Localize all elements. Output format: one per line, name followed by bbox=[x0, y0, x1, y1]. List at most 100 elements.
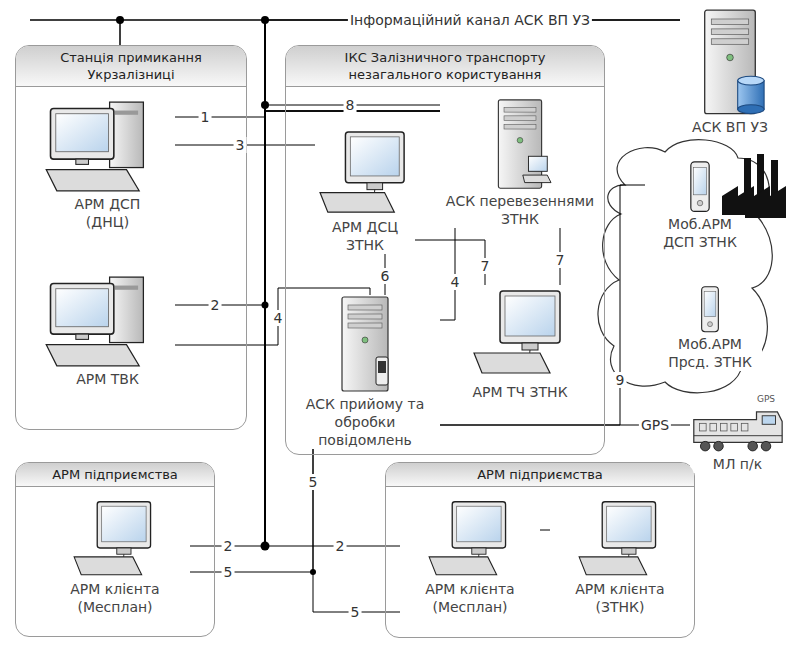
device-label: АРМ ДСЦ ЗТНК bbox=[320, 218, 410, 254]
keyboard bbox=[474, 353, 550, 373]
callout-number: 3 bbox=[234, 137, 247, 153]
keyboard bbox=[579, 557, 647, 575]
device-icon bbox=[315, 130, 415, 218]
device-label: АРМ ДСП (ДНЦ) bbox=[63, 195, 153, 231]
device-label: АРМ ТЧ ЗТНК bbox=[470, 383, 570, 401]
monitor-screen bbox=[350, 137, 399, 176]
group-header: АРМ підприємства bbox=[16, 463, 214, 487]
keyboard bbox=[46, 345, 139, 366]
connector-line bbox=[175, 111, 440, 305]
drive-bay bbox=[504, 107, 536, 112]
phone-body bbox=[702, 287, 719, 332]
callout-number: 2 bbox=[334, 538, 347, 554]
callout-number: 2 bbox=[209, 297, 222, 313]
drive-bay bbox=[115, 286, 138, 290]
callout-number: 5 bbox=[222, 564, 235, 580]
junction-dots bbox=[116, 16, 316, 575]
group-header: АРМ підприємства bbox=[386, 463, 694, 487]
phone-button bbox=[697, 200, 703, 206]
device-icon bbox=[680, 8, 780, 118]
device-icon bbox=[550, 500, 690, 580]
monitor-stand bbox=[117, 548, 131, 554]
group-box: АРМ підприємстваАРМ клієнта (Месплан) bbox=[15, 462, 215, 637]
device-icon bbox=[40, 500, 190, 580]
callout-number: 2 bbox=[222, 538, 235, 554]
loco-wheel bbox=[748, 441, 758, 451]
monitor-frame bbox=[602, 502, 655, 548]
callout-number: 5 bbox=[349, 604, 362, 620]
device-node: Моб.АРМ ДСП ЗТНК bbox=[645, 160, 755, 251]
device-node: АРМ ДСП (ДНЦ) bbox=[40, 100, 175, 231]
phone-screen bbox=[704, 292, 716, 317]
loco-body bbox=[694, 412, 782, 442]
device-node: МЛ п/к bbox=[690, 405, 785, 473]
monitor-screen bbox=[505, 296, 555, 336]
monitor-stand bbox=[76, 334, 89, 339]
callout-number: 7 bbox=[554, 252, 567, 268]
loco-vent bbox=[720, 423, 727, 431]
device-node: АРМ ТЧ ЗТНК bbox=[470, 285, 570, 401]
group-header: ІКС Залізничного транспорту незагального… bbox=[286, 46, 604, 87]
loco-vent bbox=[710, 423, 717, 431]
device-label: Моб.АРМ ДСП ЗТНК bbox=[655, 215, 745, 251]
factory-silhouette bbox=[722, 154, 786, 218]
monitor-stand bbox=[472, 548, 486, 554]
icon-monitor bbox=[429, 502, 505, 575]
device-node: АРМ ДСЦ ЗТНК bbox=[315, 130, 415, 254]
callout-number: 8 bbox=[344, 97, 357, 113]
callout-number: GPS bbox=[755, 394, 777, 405]
monitor-screen bbox=[607, 506, 651, 542]
database-top bbox=[738, 76, 764, 85]
monitor-screen bbox=[56, 114, 109, 152]
drive-bay bbox=[504, 116, 536, 121]
phone-screen bbox=[378, 361, 386, 373]
device-label: АСК ВП УЗ bbox=[680, 118, 780, 136]
small-phone bbox=[376, 357, 388, 385]
keyboard bbox=[320, 193, 394, 213]
callout-number: 4 bbox=[272, 310, 285, 326]
loco-wheel bbox=[761, 441, 771, 451]
cloud-outline bbox=[598, 140, 772, 393]
server-case bbox=[342, 297, 388, 391]
connector-line bbox=[175, 288, 370, 345]
drive-bay bbox=[348, 305, 382, 310]
icon-monitor bbox=[579, 502, 655, 575]
phone-screen bbox=[694, 167, 707, 195]
callout-number: 6 bbox=[379, 268, 392, 284]
device-icon bbox=[400, 500, 540, 580]
monitor-frame bbox=[452, 502, 505, 548]
icon-server-phone bbox=[342, 297, 388, 391]
device-icon bbox=[470, 285, 570, 383]
device-node: АСК ВП УЗ bbox=[680, 8, 780, 136]
monitor-screen bbox=[457, 506, 501, 542]
device-icon bbox=[655, 285, 765, 335]
channel-line bbox=[30, 19, 120, 21]
keyboard bbox=[429, 557, 497, 575]
loco-vent bbox=[700, 423, 707, 431]
device-icon bbox=[645, 160, 755, 215]
monitor-screen bbox=[56, 289, 109, 327]
icon-server-pc bbox=[498, 100, 551, 188]
device-node: АРМ клієнта (ЗТНК) bbox=[550, 500, 690, 616]
power-button bbox=[727, 54, 734, 61]
loco-stripe bbox=[694, 435, 782, 436]
tower-case bbox=[110, 102, 144, 167]
device-label: АРМ клієнта (Месплан) bbox=[59, 580, 171, 616]
power-button bbox=[517, 137, 523, 143]
device-icon bbox=[40, 275, 175, 370]
loco-window bbox=[762, 416, 775, 425]
monitor-stand bbox=[367, 183, 383, 190]
device-label: МЛ п/к bbox=[690, 455, 785, 473]
keyboard bbox=[46, 170, 139, 191]
icon-phone bbox=[702, 287, 719, 332]
icon-monitor bbox=[74, 502, 150, 575]
callout-number: 7 bbox=[479, 258, 492, 274]
icon-loco bbox=[694, 412, 782, 451]
power-button bbox=[362, 337, 368, 343]
device-node: АСК прийому та обробки повідомлень bbox=[290, 295, 440, 449]
drive-bay bbox=[348, 323, 382, 328]
device-node: АСК перевезеннями ЗТНК bbox=[440, 98, 600, 228]
device-icon bbox=[40, 100, 175, 195]
keyboard bbox=[74, 557, 142, 575]
